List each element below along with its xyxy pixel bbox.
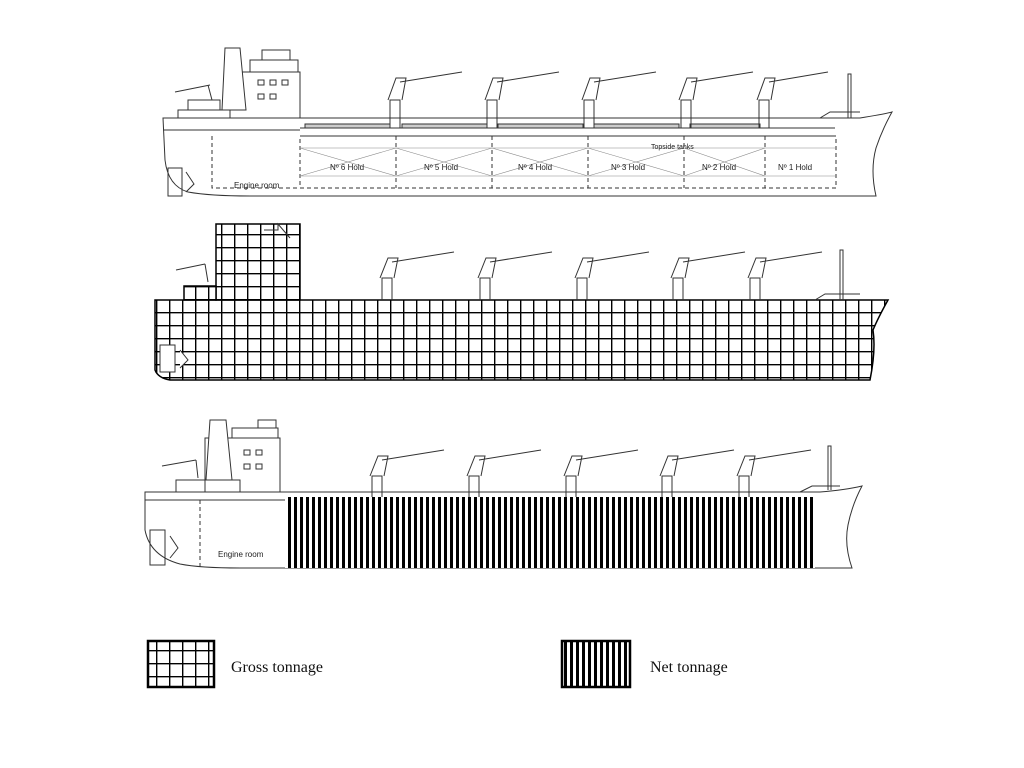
topside-tanks-label: Topside tanks <box>651 144 694 151</box>
hold-4-label: Nº 4 Hold <box>518 163 552 172</box>
hold-3-label: Nº 3 Hold <box>611 163 645 172</box>
gross-tonnage-label: Gross tonnage <box>231 659 323 676</box>
ship-profile-gross-tonnage <box>154 222 890 381</box>
net-tonnage-swatch <box>560 639 632 689</box>
hold-5-label: Nº 5 Hold <box>424 163 458 172</box>
legend: Gross tonnage Net tonnage <box>146 639 728 689</box>
hold-2-label: Nº 2 Hold <box>702 163 736 172</box>
gross-tonnage-swatch <box>146 639 216 689</box>
hold-1-label: Nº 1 Hold <box>778 163 812 172</box>
net-tonnage-label: Net tonnage <box>650 659 728 676</box>
hold-6-label: Nº 6 Hold <box>330 163 364 172</box>
engine-room-label-bottom: Engine room <box>218 550 264 559</box>
ship1-labels: Engine room Topside tanks Nº 6 Hold Nº 5… <box>234 144 812 190</box>
ship-profile-net-tonnage <box>144 419 863 569</box>
ship-profile-holds <box>162 47 894 197</box>
engine-room-label: Engine room <box>234 181 280 190</box>
